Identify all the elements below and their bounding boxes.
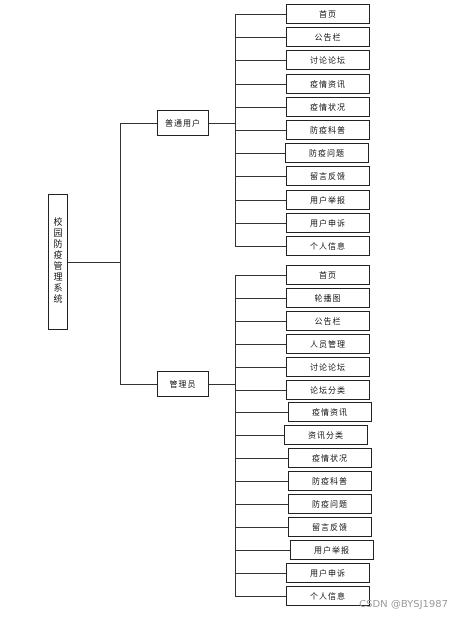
module-node: 疫情状况 <box>288 448 372 468</box>
root-label-char: 校 <box>53 218 63 228</box>
module-connector <box>235 153 285 154</box>
module-connector <box>235 14 286 15</box>
role-connector <box>120 384 157 385</box>
module-node: 疫情资讯 <box>286 74 370 94</box>
module-connector <box>235 504 288 505</box>
module-node: 公告栏 <box>286 311 370 331</box>
module-connector <box>235 37 286 38</box>
module-node: 疫情状况 <box>286 97 370 117</box>
module-node: 用户举报 <box>290 540 374 560</box>
module-connector <box>235 435 284 436</box>
root-node: 校园防疫管理系统 <box>48 194 68 330</box>
module-connector <box>235 60 286 61</box>
module-node: 留言反馈 <box>286 166 370 186</box>
module-connector <box>235 321 286 322</box>
module-node: 防疫问题 <box>285 143 369 163</box>
role-node-user: 普通用户 <box>157 110 209 136</box>
module-connector <box>235 412 288 413</box>
role-node-admin: 管理员 <box>157 371 209 397</box>
module-node: 论坛分类 <box>286 380 370 400</box>
module-node: 个人信息 <box>286 236 370 256</box>
module-node: 用户申诉 <box>286 213 370 233</box>
root-label-char: 统 <box>53 295 63 305</box>
module-connector <box>235 223 286 224</box>
watermark: CSDN @BYSJ1987 <box>359 599 448 610</box>
module-node: 留言反馈 <box>288 517 372 537</box>
module-node: 个人信息 <box>286 586 370 606</box>
module-node: 人员管理 <box>286 334 370 354</box>
role-connector <box>209 384 235 385</box>
module-node: 讨论论坛 <box>286 357 370 377</box>
module-node: 公告栏 <box>286 27 370 47</box>
module-node: 防疫问题 <box>288 494 372 514</box>
module-connector <box>235 200 286 201</box>
root-label-char: 园 <box>53 229 63 239</box>
module-connector <box>235 573 286 574</box>
module-connector <box>235 481 288 482</box>
role-connector <box>209 123 235 124</box>
module-node: 讨论论坛 <box>286 50 370 70</box>
module-node: 用户申诉 <box>286 563 370 583</box>
module-connector <box>235 298 286 299</box>
module-connector <box>235 390 286 391</box>
module-bus-connector <box>235 275 236 597</box>
module-connector <box>235 458 288 459</box>
module-connector <box>235 246 286 247</box>
module-connector <box>235 344 286 345</box>
module-connector <box>235 527 288 528</box>
root-label-char: 理 <box>53 273 63 283</box>
module-connector <box>235 367 286 368</box>
module-node: 轮播图 <box>286 288 370 308</box>
module-node: 首页 <box>286 4 370 24</box>
trunk-connector <box>120 123 121 385</box>
module-connector <box>235 275 286 276</box>
root-label-char: 系 <box>53 284 63 294</box>
root-label-char: 管 <box>53 262 63 272</box>
module-node: 用户举报 <box>286 190 370 210</box>
module-node: 防疫科普 <box>288 471 372 491</box>
module-node: 资讯分类 <box>284 425 368 445</box>
module-node: 首页 <box>286 265 370 285</box>
module-node: 疫情资讯 <box>288 402 372 422</box>
root-label-char: 疫 <box>53 251 63 261</box>
module-node: 防疫科普 <box>286 120 370 140</box>
module-connector <box>235 176 286 177</box>
module-connector <box>235 107 286 108</box>
module-connector <box>235 596 286 597</box>
module-connector <box>235 84 286 85</box>
module-connector <box>235 550 290 551</box>
role-connector <box>120 123 157 124</box>
module-connector <box>235 130 286 131</box>
root-label-char: 防 <box>53 240 63 250</box>
root-connector <box>68 262 120 263</box>
